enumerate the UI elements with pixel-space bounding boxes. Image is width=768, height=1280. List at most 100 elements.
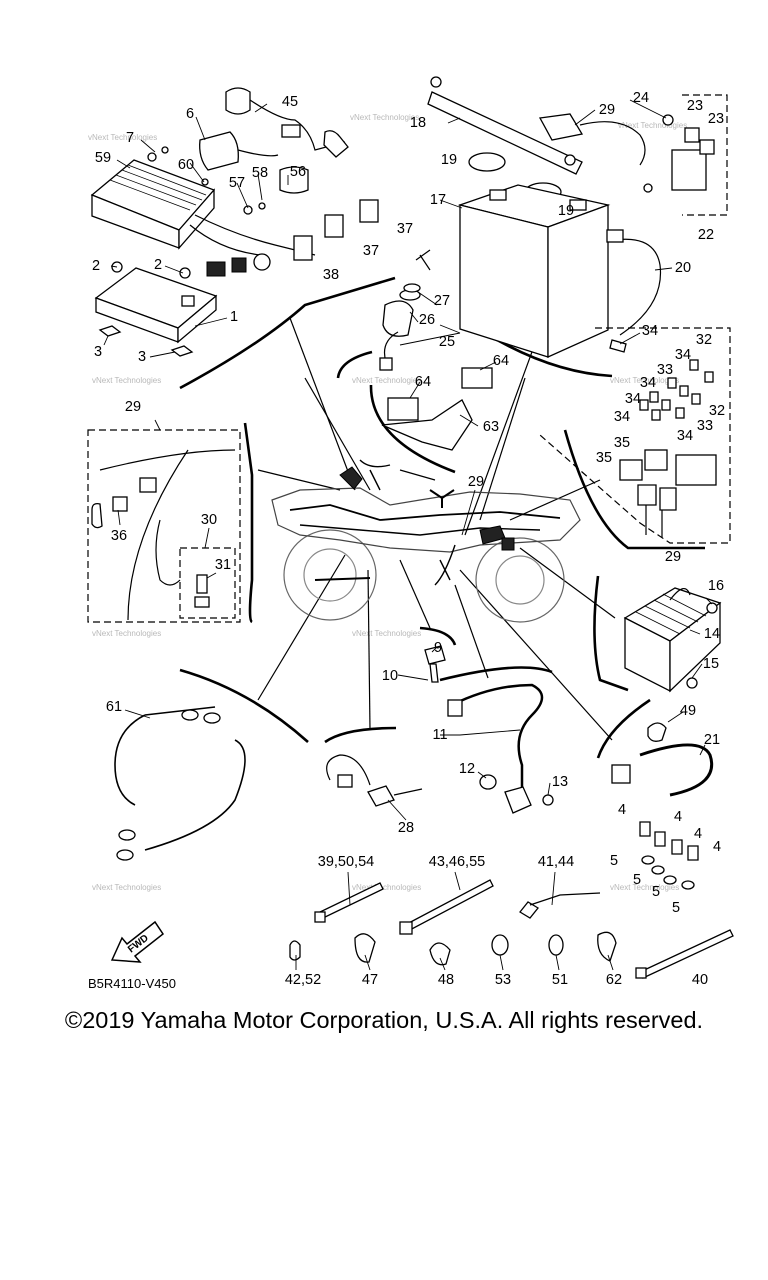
callout-29d: 29 bbox=[125, 399, 141, 415]
callout-5d: 5 bbox=[672, 900, 680, 916]
callout-29a: 29 bbox=[599, 102, 615, 118]
callout-29c: 29 bbox=[468, 474, 484, 490]
callout-28: 28 bbox=[398, 820, 414, 836]
callout-62: 62 bbox=[606, 972, 622, 988]
callout-25: 25 bbox=[439, 334, 455, 350]
callout-34c: 34 bbox=[640, 375, 656, 391]
callout-11: 11 bbox=[432, 727, 447, 743]
part-9-10-switch bbox=[424, 645, 446, 683]
watermark-text: vNext Technologies bbox=[352, 629, 421, 638]
part-18-battery-band bbox=[427, 76, 583, 175]
clips-and-ties bbox=[289, 879, 734, 979]
callout-2a: 2 bbox=[92, 258, 100, 274]
bolts-2-7-57-58-60 bbox=[111, 146, 266, 279]
part-22-relay-group bbox=[643, 94, 728, 216]
callout-3a: 3 bbox=[94, 344, 102, 360]
watermark-text: vNext Technologies bbox=[92, 883, 161, 892]
callout-58: 58 bbox=[252, 165, 268, 181]
watermark-text: vNext Technologies bbox=[610, 883, 679, 892]
callout-34e: 34 bbox=[614, 409, 630, 425]
callout-49: 49 bbox=[680, 703, 696, 719]
callout-41-44: 41,44 bbox=[538, 854, 574, 870]
callout-26: 26 bbox=[419, 312, 435, 328]
watermark-text: vNext Technologies bbox=[350, 113, 419, 122]
callout-14: 14 bbox=[704, 626, 720, 642]
callout-35b: 35 bbox=[596, 450, 612, 466]
callout-34b: 34 bbox=[675, 347, 691, 363]
callout-5b: 5 bbox=[633, 872, 641, 888]
part-20-cable bbox=[606, 229, 662, 336]
callout-23b: 23 bbox=[708, 111, 724, 127]
callout-20: 20 bbox=[675, 260, 691, 276]
callout-37a: 37 bbox=[397, 221, 413, 237]
callout-33a: 33 bbox=[657, 362, 673, 378]
watermark-text: vNext Technologies bbox=[88, 133, 157, 142]
callout-36: 36 bbox=[111, 528, 127, 544]
callout-64a: 64 bbox=[493, 353, 509, 369]
region-divider-left-box bbox=[243, 422, 254, 624]
part-61-cables bbox=[114, 706, 246, 861]
watermark-text: vNext Technologies bbox=[618, 121, 687, 130]
callout-38: 38 bbox=[323, 267, 339, 283]
part-64-63-bracket bbox=[381, 367, 493, 451]
callout-5a: 5 bbox=[610, 853, 618, 869]
watermark-text: vNext Technologies bbox=[352, 883, 421, 892]
callout-63: 63 bbox=[483, 419, 499, 435]
callout-19b: 19 bbox=[558, 203, 574, 219]
callout-61: 61 bbox=[106, 699, 122, 715]
part-28-sensor bbox=[326, 754, 423, 807]
callout-27: 27 bbox=[434, 293, 450, 309]
part-6-ignition-coil bbox=[199, 131, 279, 171]
callout-12: 12 bbox=[459, 761, 475, 777]
callout-19a: 19 bbox=[441, 152, 457, 168]
region-divider-switch9 bbox=[419, 626, 457, 646]
copyright-notice: ©2019 Yamaha Motor Corporation, U.S.A. A… bbox=[64, 1007, 704, 1033]
forward-arrow-icon: FWD bbox=[110, 920, 165, 963]
callout-43-46-55: 43,46,55 bbox=[429, 854, 485, 870]
callout-7: 7 bbox=[126, 130, 134, 146]
callout-32a: 32 bbox=[696, 332, 712, 348]
part-45-lead-wire bbox=[225, 87, 349, 158]
callout-35a: 35 bbox=[614, 435, 630, 451]
callout-22: 22 bbox=[698, 227, 714, 243]
callout-31: 31 bbox=[215, 557, 231, 573]
electrical-parts-diagram: vNext Technologies vNext Technologies vN… bbox=[87, 76, 734, 988]
region-divider-harness bbox=[596, 698, 651, 759]
callout-34a: 34 bbox=[642, 323, 658, 339]
callout-51: 51 bbox=[552, 972, 568, 988]
callout-16: 16 bbox=[708, 578, 724, 594]
part-1-module bbox=[94, 267, 218, 357]
diagram-code: B5R4110-V450 bbox=[88, 976, 176, 991]
callout-64b: 64 bbox=[415, 374, 431, 390]
callout-34d: 34 bbox=[625, 391, 641, 407]
callout-33b: 33 bbox=[697, 418, 713, 434]
part-17-battery bbox=[457, 184, 611, 359]
callout-4b: 4 bbox=[674, 809, 682, 825]
left-detail-box bbox=[87, 429, 241, 623]
callout-23a: 23 bbox=[687, 98, 703, 114]
watermarks: vNext Technologies vNext Technologies vN… bbox=[88, 113, 687, 892]
callout-30: 30 bbox=[201, 512, 217, 528]
callout-60: 60 bbox=[178, 157, 194, 173]
atv-vehicle-outline bbox=[271, 459, 581, 623]
region-divider-rectifier bbox=[593, 575, 629, 692]
callout-34f: 34 bbox=[677, 428, 693, 444]
region-divider-keyswitch bbox=[336, 350, 373, 379]
connectors-37-38 bbox=[206, 166, 379, 277]
fuse-relay-group bbox=[539, 327, 731, 544]
callout-15: 15 bbox=[703, 656, 719, 672]
callout-18: 18 bbox=[410, 115, 426, 131]
callout-2b: 2 bbox=[154, 257, 162, 273]
callout-4d: 4 bbox=[713, 839, 721, 855]
part-29-battery-cable bbox=[538, 113, 646, 166]
region-divider-bracket bbox=[369, 384, 456, 474]
callout-45: 45 bbox=[282, 94, 298, 110]
watermark-text: vNext Technologies bbox=[352, 376, 421, 385]
part-59-control-unit bbox=[90, 159, 316, 256]
watermark-text: vNext Technologies bbox=[610, 376, 679, 385]
region-divider-cable bbox=[179, 668, 309, 743]
callout-57: 57 bbox=[229, 175, 245, 191]
callout-17: 17 bbox=[430, 192, 446, 208]
callout-10: 10 bbox=[382, 668, 398, 684]
callout-53: 53 bbox=[495, 972, 511, 988]
